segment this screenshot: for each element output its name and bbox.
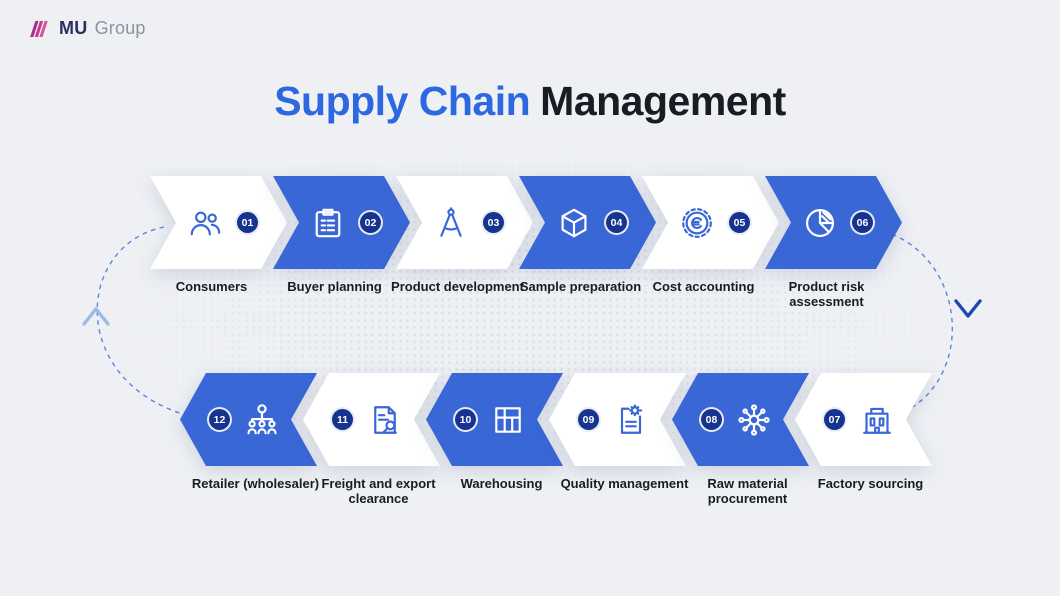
step-label: Sample preparation	[519, 279, 642, 294]
down-arrow-icon	[954, 299, 982, 318]
step-number-badge: 04	[604, 210, 629, 235]
compass-icon	[433, 205, 469, 241]
step-label: Product development	[391, 279, 524, 294]
step-number-badge: 05	[727, 210, 752, 235]
flow-step-product-development: 03 Product development	[391, 176, 533, 326]
step-label: Freight and export clearance	[321, 476, 436, 507]
left-loop-arc	[96, 226, 213, 422]
step-label: Warehousing	[460, 476, 543, 491]
step-label: Quality management	[560, 476, 689, 491]
logo-text-bold: MU	[59, 18, 88, 38]
step-number-badge: 11	[330, 407, 355, 432]
step-number-badge: 06	[850, 210, 875, 235]
flow-step-factory-sourcing: 07 Factory sourcing	[795, 373, 932, 523]
flow-step-product-risk-assessment: 06 Product risk assessment	[765, 176, 902, 326]
flow-step-freight-export-clearance: 11 Freight and export clearance	[303, 373, 440, 523]
step-number-badge: 02	[358, 210, 383, 235]
mu-group-logo: MU Group	[30, 18, 146, 39]
flow-step-consumers: 01 Consumers	[150, 176, 287, 326]
step-label: Cost accounting	[652, 279, 755, 294]
right-loop-arc	[865, 226, 953, 421]
title-highlight: Supply Chain	[274, 78, 531, 124]
step-label: Raw material procurement	[707, 476, 788, 507]
retail-network-icon	[244, 402, 280, 438]
step-label: Consumers	[175, 279, 248, 294]
consumers-icon	[187, 205, 223, 241]
flow-step-buyer-planning: 02 Buyer planning	[273, 176, 410, 326]
step-number-badge: 07	[822, 407, 847, 432]
step-number-badge: 10	[453, 407, 478, 432]
step-label: Retailer (wholesaler)	[191, 476, 320, 491]
flow-row-top: 01 Consumers 02 Buyer planning 03 Produc…	[150, 176, 902, 326]
step-label: Product risk assessment	[788, 279, 865, 310]
step-number-badge: 09	[576, 407, 601, 432]
pie-chart-icon	[802, 205, 838, 241]
flow-step-sample-preparation: 04 Sample preparation	[519, 176, 656, 326]
flow-step-quality-management: 09 Quality management	[549, 373, 688, 523]
step-number-badge: 01	[235, 210, 260, 235]
warehouse-grid-icon	[490, 402, 526, 438]
euro-coin-icon	[679, 205, 715, 241]
gear-document-icon	[613, 402, 649, 438]
step-number-badge: 12	[207, 407, 232, 432]
flow-step-cost-accounting: 05 Cost accounting	[642, 176, 779, 326]
step-number-badge: 08	[699, 407, 724, 432]
up-arrow-icon	[82, 307, 110, 326]
cube-icon	[556, 205, 592, 241]
checklist-icon	[310, 205, 346, 241]
flow-step-retailer-wholesaler: 12 Retailer (wholesaler)	[180, 373, 319, 523]
flow-row-bottom: 12 Retailer (wholesaler) 11 Freight and …	[180, 373, 932, 523]
logo-wordmark: MU Group	[59, 18, 146, 39]
stamp-document-icon	[367, 402, 403, 438]
flow-step-raw-material-procurement: 08 Raw material procurement	[672, 373, 809, 523]
flow-step-warehousing: 10 Warehousing	[426, 373, 563, 523]
step-label: Factory sourcing	[817, 476, 924, 491]
title-rest: Management	[540, 78, 786, 124]
factory-building-icon	[859, 402, 895, 438]
logo-text-light: Group	[94, 18, 146, 38]
step-number-badge: 03	[481, 210, 506, 235]
step-label: Buyer planning	[287, 279, 382, 294]
logo-stripes-icon	[30, 19, 52, 39]
network-nodes-icon	[736, 402, 772, 438]
